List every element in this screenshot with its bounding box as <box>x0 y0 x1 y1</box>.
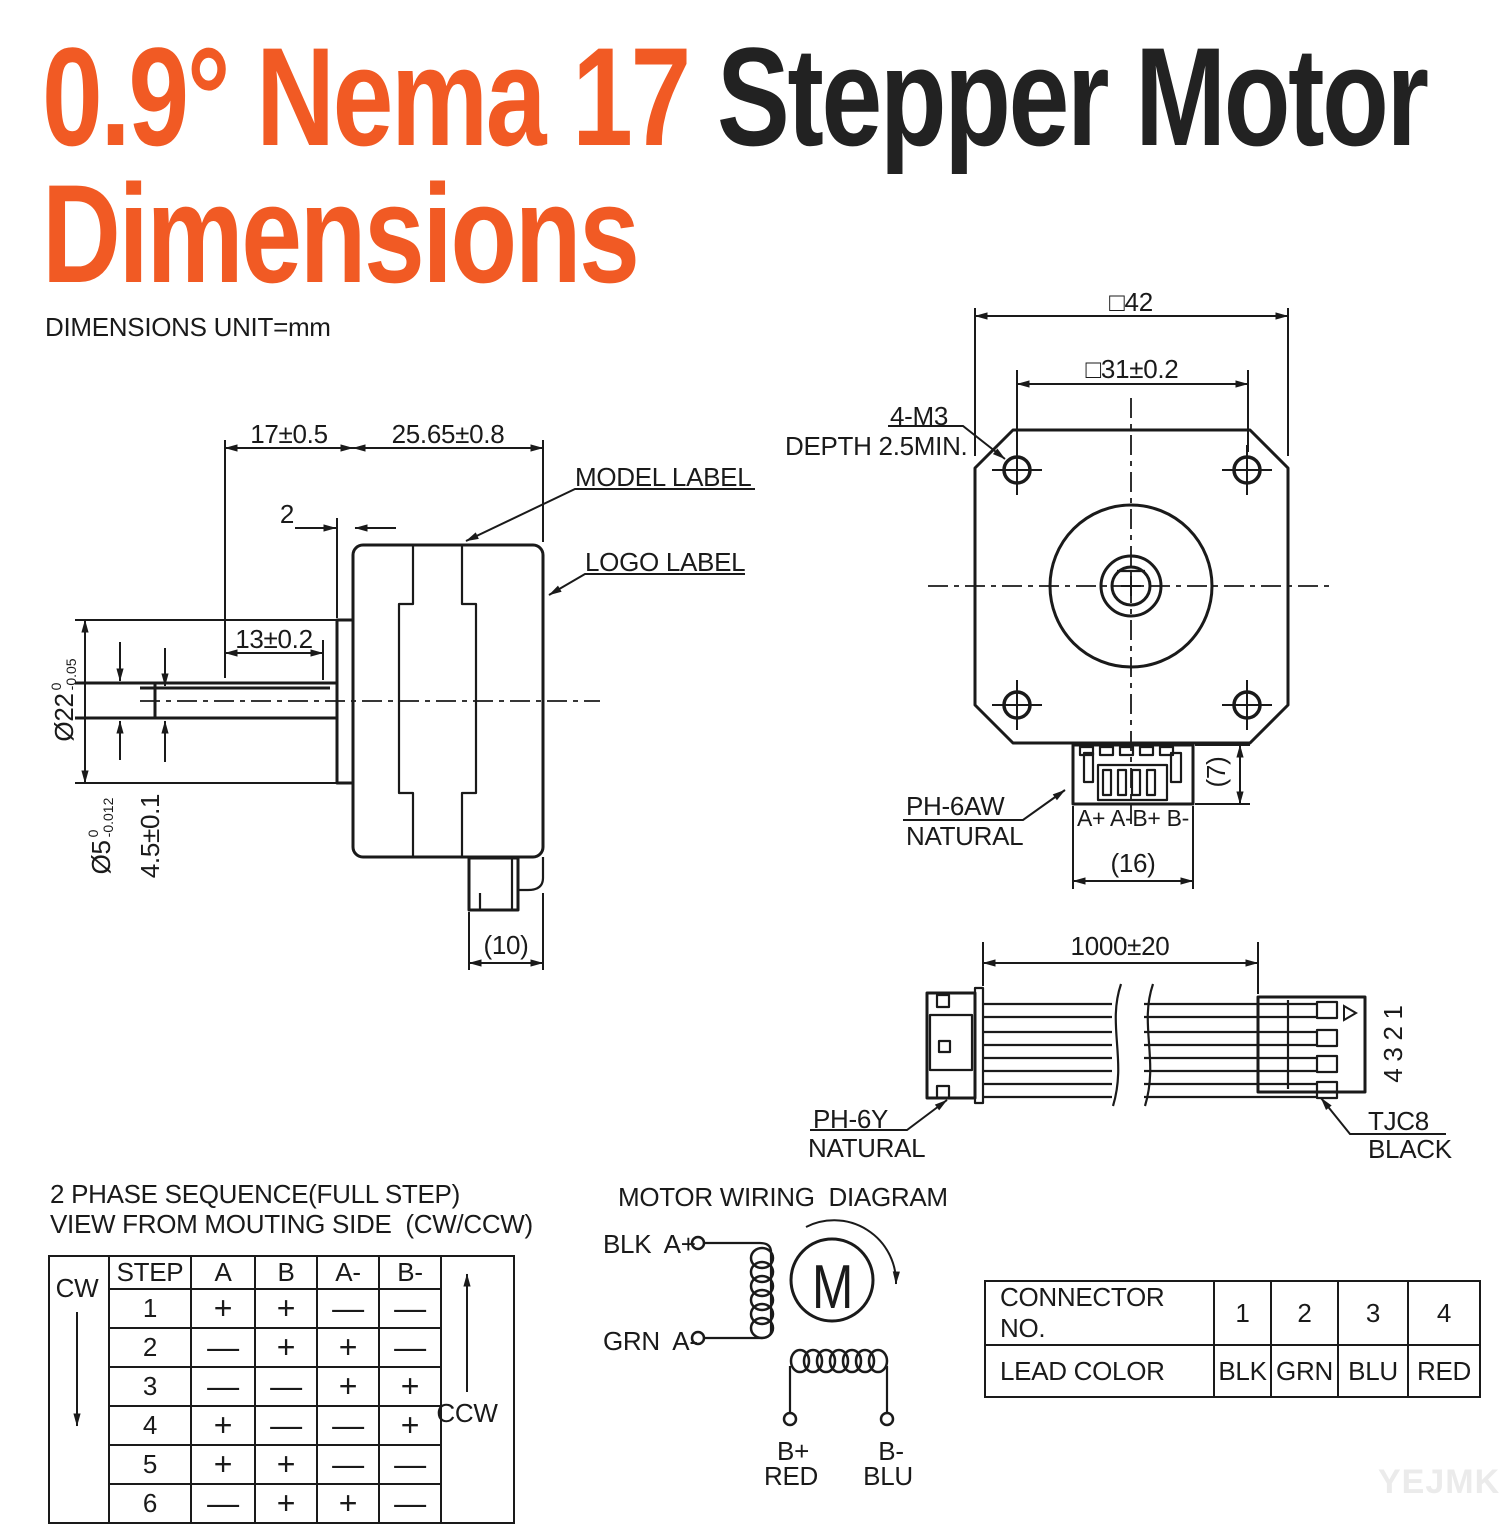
pilot-dia-value: Ø22 <box>48 693 79 742</box>
cable-pin-numbers: 4 3 2 1 <box>1377 1005 1408 1083</box>
front-view-outline <box>928 398 1334 824</box>
phase-header-b: B <box>254 1255 318 1290</box>
pin1-marker-triangle <box>1343 1004 1358 1022</box>
cw-label: CW <box>55 1273 99 1303</box>
wiring-b-plus: B+ <box>777 1436 809 1466</box>
ccw-label: CCW <box>436 1398 498 1428</box>
unit-note: DIMENSIONS UNIT=mm <box>45 312 331 342</box>
front-connector-pin-labels: A+ A-B+ B- <box>1076 805 1190 831</box>
dim-body-length: 25.65±0.8 <box>391 419 505 449</box>
dim-connector-width-side: (10) <box>483 930 529 960</box>
phase-header-a: A <box>190 1255 256 1290</box>
phase-row-2: 2—++— <box>49 1327 514 1368</box>
lead-color-row: LEAD COLOR BLK GRN BLU RED <box>984 1344 1481 1398</box>
wiring-b-minus-color: BLU <box>863 1461 913 1491</box>
wiring-a-minus: GRN A- <box>603 1326 698 1356</box>
dim-screw-depth: DEPTH 2.5MIN. <box>785 431 968 461</box>
dim-flat-depth: 4.5±0.1 <box>134 793 165 879</box>
dim-connector-height: (7) <box>1200 756 1231 788</box>
dim-connector-width-front: (16) <box>1110 848 1156 878</box>
wiring-diagram <box>690 1219 900 1427</box>
side-view-dimensions <box>75 440 755 970</box>
cable-pins <box>1315 1000 1339 1100</box>
dim-bolt-spacing: □31±0.2 <box>1085 354 1179 384</box>
watermark: YEJMKI <box>1378 1463 1500 1501</box>
phase-row-1: 1++—— <box>49 1288 514 1329</box>
connector-color-table: CONNECTOR NO. 1 2 3 4 LEAD COLOR BLK GRN… <box>984 1280 1481 1398</box>
title-accent-1: 0.9° Nema 17 <box>42 18 717 175</box>
pilot-tolerance: 0-0.05 <box>48 658 79 691</box>
dim-shaft-length: 17±0.5 <box>250 419 328 449</box>
logo-label: LOGO LABEL <box>585 547 746 577</box>
dim-cable-length: 1000±20 <box>1070 931 1170 961</box>
model-label: MODEL LABEL <box>575 462 752 492</box>
title-accent-2: Dimensions <box>42 155 640 313</box>
wiring-b-minus: B- <box>878 1436 904 1466</box>
cable-left-connector-name: PH-6Y <box>813 1104 889 1134</box>
dim-boss-depth: 2 <box>279 499 295 529</box>
cable-assembly <box>810 942 1446 1135</box>
title-dark: Stepper Motor <box>716 18 1429 175</box>
cable-right-connector-name: TJC8 <box>1368 1106 1429 1136</box>
cable-right-connector-color: BLACK <box>1368 1134 1452 1164</box>
cable-wires <box>983 983 1317 1107</box>
front-connector-color: NATURAL <box>906 821 1024 851</box>
phase-row-3: 3——++ <box>49 1366 514 1407</box>
phase-header-b-minus: B- <box>378 1255 442 1290</box>
phase-table-title-1: 2 PHASE SEQUENCE(FULL STEP) <box>50 1179 460 1209</box>
dim-flat-length: 13±0.2 <box>235 624 313 654</box>
phase-table-title-2: VIEW FROM MOUTING SIDE (CW/CCW) <box>50 1209 533 1239</box>
cable-left-connector-color: NATURAL <box>808 1133 926 1163</box>
front-connector-detail <box>1078 745 1183 802</box>
phase-header-a-minus: A- <box>316 1255 380 1290</box>
coil-a <box>749 1246 775 1340</box>
ccw-cell <box>440 1255 515 1524</box>
dim-outer-square: □42 <box>1109 287 1153 317</box>
wiring-b-plus-color: RED <box>764 1461 818 1491</box>
wiring-title: MOTOR WIRING DIAGRAM <box>618 1182 948 1212</box>
connector-number-row: CONNECTOR NO. 1 2 3 4 <box>984 1280 1481 1346</box>
motor-letter: M <box>812 1253 854 1322</box>
phase-header-step: STEP <box>108 1255 192 1290</box>
screw-holes <box>992 445 1272 730</box>
wiring-a-plus: BLK A+ <box>603 1229 696 1259</box>
front-connector-name: PH-6AW <box>906 791 1005 821</box>
phase-sequence-table: STEP A B A- B- 1++—— 2—++— 3——++ 4+——+ 5… <box>48 1255 515 1524</box>
phase-row-5: 5++—— <box>49 1444 514 1485</box>
shaft-tolerance: 0-0.012 <box>85 797 116 838</box>
dim-screws: 4-M3 <box>890 401 949 431</box>
phase-row-4: 4+——+ <box>49 1405 514 1446</box>
shaft-dia-value: Ø5 <box>85 840 116 875</box>
coil-b <box>789 1348 889 1374</box>
